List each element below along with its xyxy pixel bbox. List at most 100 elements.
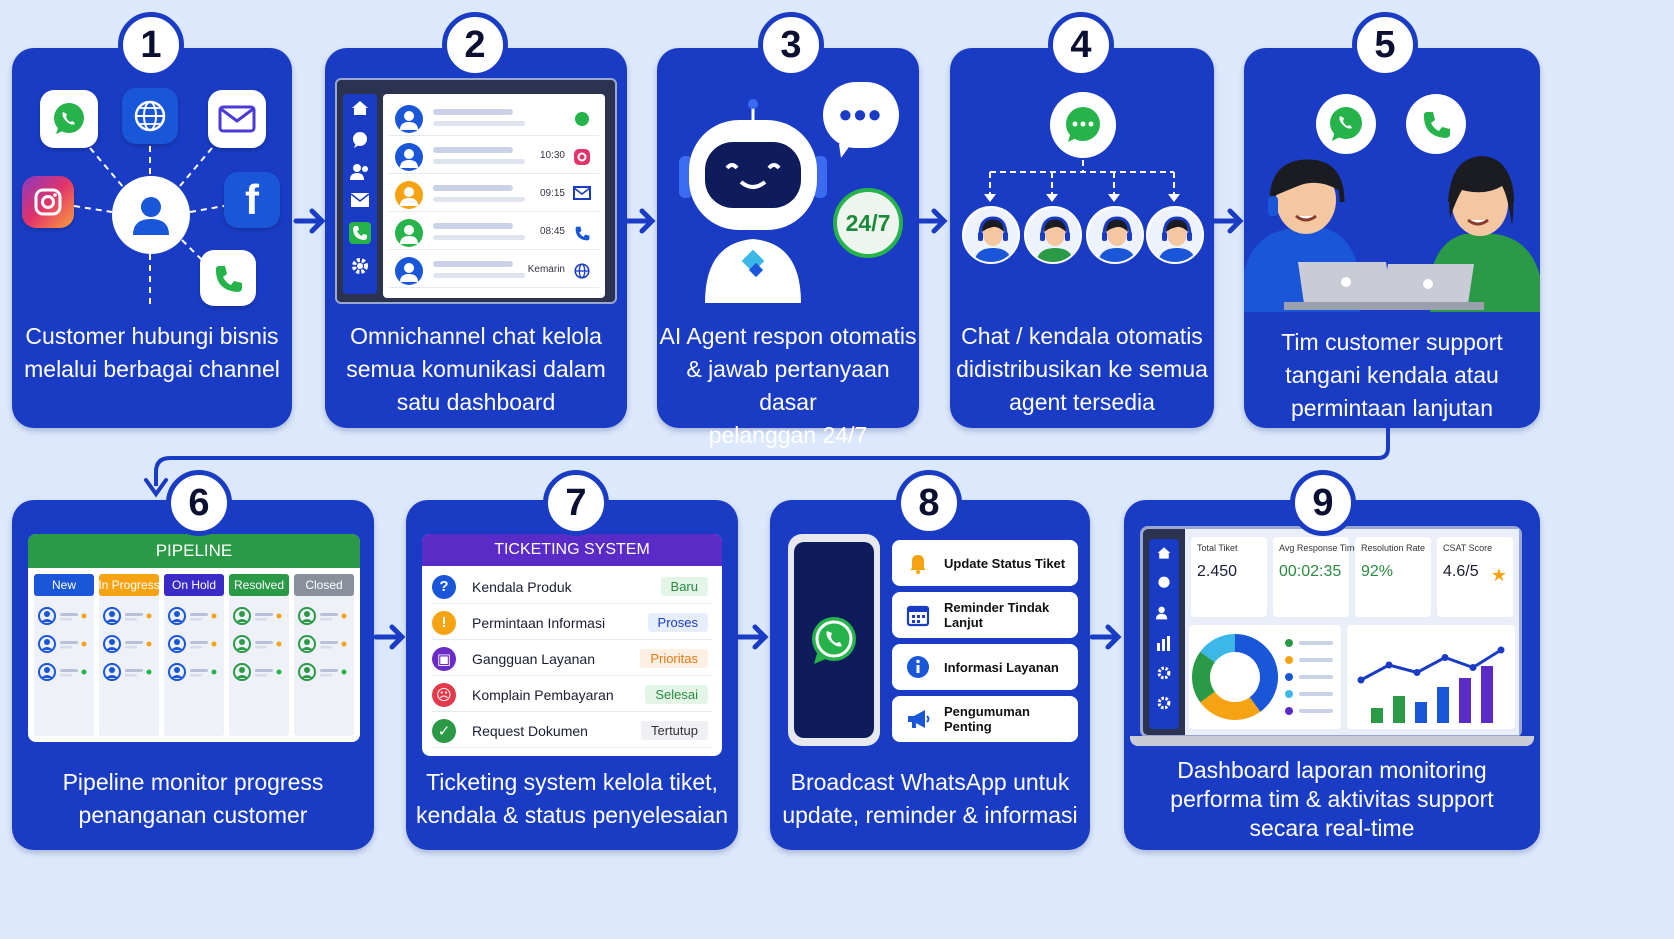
- pipeline-card[interactable]: [298, 662, 350, 682]
- pipeline-card[interactable]: [38, 634, 90, 654]
- pipeline-card[interactable]: [233, 662, 285, 682]
- pipeline-card[interactable]: [168, 634, 220, 654]
- bar-chart-icon[interactable]: [1149, 635, 1179, 651]
- chat-icon[interactable]: [345, 130, 375, 150]
- trend-point: [1413, 669, 1421, 676]
- mail-icon: [573, 186, 591, 204]
- conversation-item[interactable]: Kemarin: [389, 254, 599, 288]
- pipeline-card[interactable]: [103, 606, 155, 626]
- phone-icon: [200, 250, 256, 306]
- pipeline-card[interactable]: [298, 634, 350, 654]
- ticket-label: Komplain Pembayaran: [472, 686, 614, 703]
- bar: [1481, 666, 1493, 723]
- phone-call-icon[interactable]: [345, 222, 375, 244]
- agent-avatar-icon: [962, 206, 1020, 264]
- home-icon[interactable]: [1149, 545, 1179, 561]
- users-icon[interactable]: [345, 162, 375, 182]
- pipeline-card[interactable]: [103, 634, 155, 654]
- step-7-caption: Ticketing system kelola tiket,kendala & …: [416, 769, 728, 828]
- avatar-icon: [395, 257, 423, 285]
- pipeline-card[interactable]: [168, 606, 220, 626]
- pipeline-card[interactable]: [38, 606, 90, 626]
- step-4-number: 4: [1048, 12, 1114, 78]
- message-preview-line: [433, 109, 513, 115]
- customer-avatar-icon: [112, 176, 190, 254]
- pipeline-title: PIPELINE: [28, 534, 360, 568]
- pipeline-card[interactable]: [168, 662, 220, 682]
- ticket-label: Kendala Produk: [472, 578, 572, 595]
- warning-icon: !: [432, 610, 456, 635]
- message-preview-line: [433, 121, 525, 126]
- settings-icon[interactable]: [1149, 665, 1179, 681]
- step-5-number: 5: [1352, 12, 1418, 78]
- broadcast-item[interactable]: Informasi Layanan: [892, 644, 1078, 690]
- mail-icon[interactable]: [345, 192, 375, 208]
- chat-icon[interactable]: [1149, 575, 1179, 591]
- whatsapp-chat-icon: [1050, 92, 1116, 158]
- users-icon[interactable]: [1149, 605, 1179, 621]
- conversation-item[interactable]: [389, 102, 599, 136]
- step-3-caption: AI Agent respon otomatis& jawab pertanya…: [659, 323, 917, 448]
- conversation-item[interactable]: 09:15: [389, 178, 599, 212]
- globe-icon: [573, 262, 591, 280]
- agent-avatar-icon: [1024, 206, 1082, 264]
- arrow-right-icon: [1211, 208, 1244, 234]
- pipeline-column: Resolved: [229, 574, 289, 736]
- trend-point: [1385, 661, 1393, 669]
- broadcast-item[interactable]: Update Status Tiket: [892, 540, 1078, 586]
- pipeline-column-header[interactable]: New: [34, 574, 94, 596]
- broadcast-item[interactable]: Pengumuman Penting: [892, 696, 1078, 742]
- ticket-label: Permintaan Informasi: [472, 614, 606, 631]
- pipeline-card[interactable]: [103, 662, 155, 682]
- settings-icon[interactable]: [345, 256, 375, 276]
- conversation-item[interactable]: 08:45: [389, 216, 599, 250]
- sad-face-icon: ☹: [432, 682, 456, 707]
- donut-slice: [1200, 634, 1236, 663]
- pipeline-column-header[interactable]: On Hold: [164, 574, 224, 596]
- ticket-label: Request Dokumen: [472, 722, 588, 739]
- pipeline-column-header[interactable]: Closed: [294, 574, 354, 596]
- step-8-number: 8: [896, 470, 962, 536]
- chat-bubble-icon: •••: [823, 82, 899, 148]
- ticket-status-badge: Tertutup: [641, 721, 708, 740]
- pipeline-column: In Progress: [98, 574, 160, 736]
- pipeline-card[interactable]: [38, 662, 90, 682]
- step-9-number: 9: [1290, 470, 1356, 536]
- settings-icon[interactable]: [1149, 695, 1179, 711]
- avatar-icon: [395, 105, 423, 133]
- broadcast-label: Pengumuman Penting: [944, 704, 1030, 734]
- message-time: 10:30: [539, 150, 565, 161]
- pipeline-card[interactable]: [233, 606, 285, 626]
- bar: [1459, 678, 1471, 723]
- broadcast-item[interactable]: Reminder Tindak Lanjut: [892, 592, 1078, 638]
- window-icon: ▣: [432, 646, 456, 671]
- pipeline-column-header[interactable]: In Progress: [98, 574, 160, 596]
- pipeline-card[interactable]: [298, 606, 350, 626]
- row-connector-arrow: [144, 428, 1390, 498]
- pipeline-column-header[interactable]: Resolved: [229, 574, 289, 596]
- pipeline-card[interactable]: [233, 634, 285, 654]
- phone-icon: [573, 224, 591, 242]
- facebook-icon: f: [224, 172, 280, 228]
- globe-icon: [122, 88, 178, 144]
- trend-point: [1497, 646, 1505, 654]
- legend-line: [1299, 658, 1333, 662]
- conversation-item[interactable]: 10:30: [389, 140, 599, 174]
- whatsapp-icon: [1316, 94, 1376, 154]
- instagram-icon: [22, 176, 74, 228]
- email-icon: [208, 90, 266, 148]
- message-time: 09:15: [539, 188, 565, 199]
- home-icon[interactable]: [345, 98, 375, 118]
